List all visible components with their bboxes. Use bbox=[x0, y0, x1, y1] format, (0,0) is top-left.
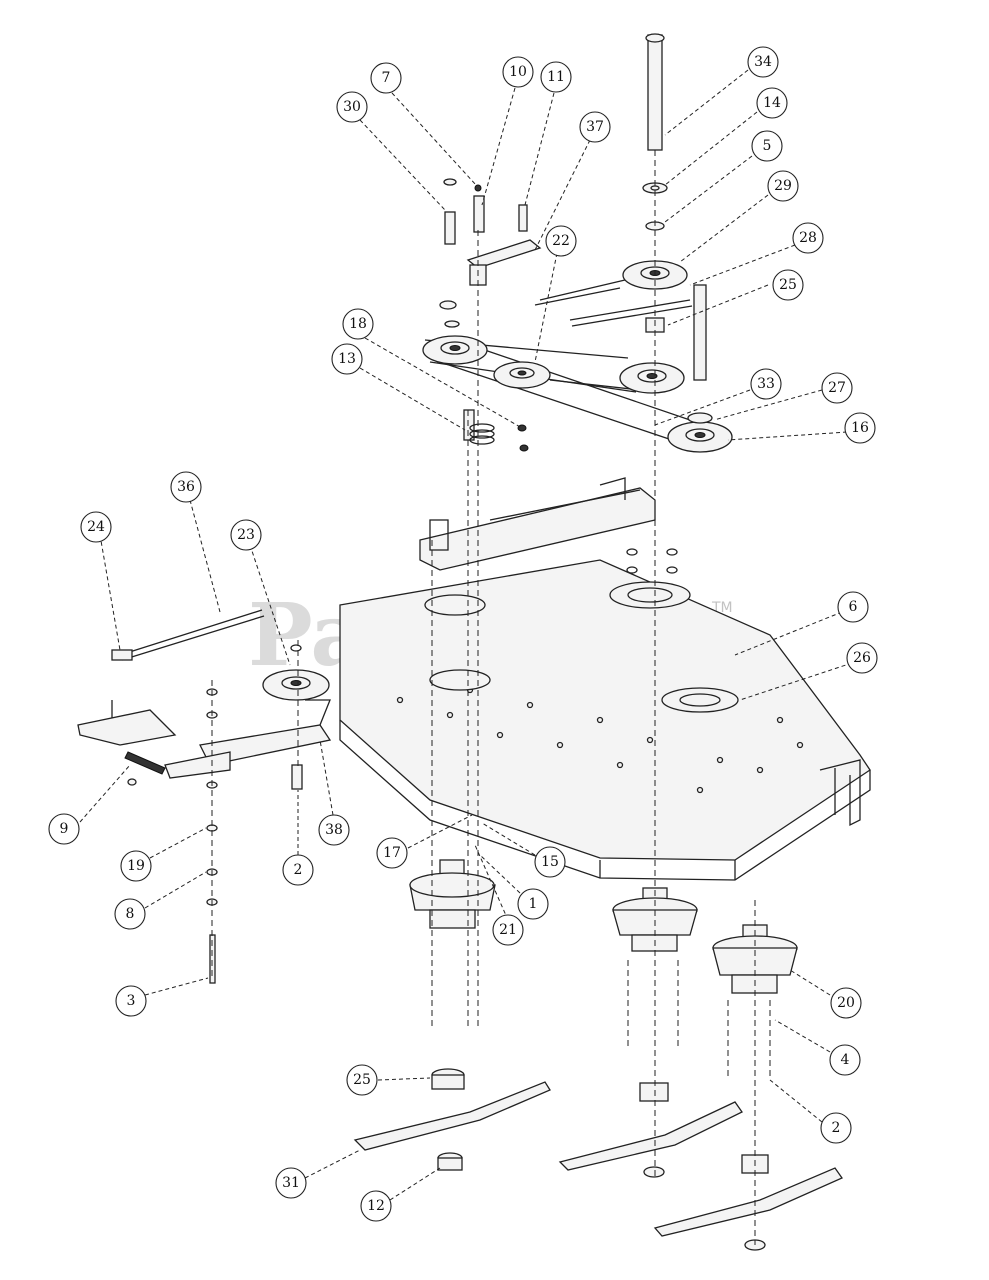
callout-15: 15 bbox=[534, 846, 566, 878]
callout-label: 18 bbox=[349, 316, 367, 332]
callout-17: 17 bbox=[376, 837, 408, 869]
callout-30: 30 bbox=[336, 91, 368, 123]
callout-label: 2 bbox=[294, 862, 303, 878]
callout-label: 23 bbox=[237, 527, 255, 543]
callout-label: 11 bbox=[547, 69, 565, 85]
callout-8: 8 bbox=[114, 898, 146, 930]
callout-label: 2 bbox=[832, 1120, 841, 1136]
callout-label: 25 bbox=[779, 277, 797, 293]
callout-37: 37 bbox=[579, 111, 611, 143]
callout-label: 28 bbox=[799, 230, 817, 246]
callout-label: 8 bbox=[126, 906, 135, 922]
callout-label: 34 bbox=[754, 54, 772, 70]
callout-11: 11 bbox=[540, 61, 572, 93]
callout-25b: 25 bbox=[346, 1064, 378, 1096]
callout-label: 20 bbox=[837, 995, 855, 1011]
blade-center bbox=[558, 1101, 743, 1171]
callout-28: 28 bbox=[792, 222, 824, 254]
callout-26: 26 bbox=[846, 642, 878, 674]
callout-9: 9 bbox=[48, 813, 80, 845]
callout-label: 24 bbox=[87, 519, 105, 535]
long-bolt bbox=[569, 33, 713, 424]
callout-label: 30 bbox=[343, 99, 361, 115]
callout-label: 12 bbox=[367, 1198, 385, 1214]
callout-21: 21 bbox=[492, 914, 524, 946]
callout-6: 6 bbox=[837, 591, 869, 623]
callout-label: 27 bbox=[828, 380, 846, 396]
callout-label: 13 bbox=[338, 351, 356, 367]
callout-label: 25 bbox=[353, 1072, 371, 1088]
callout-27: 27 bbox=[821, 372, 853, 404]
callout-20: 20 bbox=[830, 987, 862, 1019]
idler-arm-hardware bbox=[439, 178, 542, 328]
callout-33: 33 bbox=[750, 368, 782, 400]
callout-label: 19 bbox=[127, 858, 145, 874]
callout-13: 13 bbox=[331, 343, 363, 375]
pulley-right bbox=[667, 421, 733, 453]
callout-label: 4 bbox=[841, 1052, 850, 1068]
callout-7: 7 bbox=[370, 62, 402, 94]
callout-16: 16 bbox=[844, 412, 876, 444]
callout-label: 1 bbox=[529, 896, 538, 912]
callout-12: 12 bbox=[360, 1190, 392, 1222]
callout-25: 25 bbox=[772, 269, 804, 301]
callout-29: 29 bbox=[767, 170, 799, 202]
callout-label: 37 bbox=[586, 119, 604, 135]
callout-label: 3 bbox=[127, 993, 136, 1009]
callout-label: 6 bbox=[849, 599, 858, 615]
spindle-left bbox=[409, 859, 496, 929]
callout-2: 2 bbox=[282, 854, 314, 886]
callout-10: 10 bbox=[502, 56, 534, 88]
callout-1: 1 bbox=[517, 888, 549, 920]
pulley-idler bbox=[493, 361, 551, 389]
callout-label: 31 bbox=[282, 1175, 300, 1191]
callout-label: 16 bbox=[851, 420, 869, 436]
callout-label: 14 bbox=[763, 95, 781, 111]
callout-3: 3 bbox=[115, 985, 147, 1017]
callout-34: 34 bbox=[747, 46, 779, 78]
callout-label: 29 bbox=[774, 178, 792, 194]
callout-19: 19 bbox=[120, 850, 152, 882]
callout-label: 33 bbox=[757, 376, 775, 392]
spindle-right bbox=[712, 924, 798, 994]
callout-label: 26 bbox=[853, 650, 871, 666]
callout-22: 22 bbox=[545, 225, 577, 257]
pulley-left bbox=[422, 335, 488, 365]
leader-lines bbox=[79, 69, 853, 1201]
callout-2b: 2 bbox=[820, 1112, 852, 1144]
callout-label: 21 bbox=[499, 922, 517, 938]
callout-label: 9 bbox=[60, 821, 69, 837]
callout-36: 36 bbox=[170, 471, 202, 503]
pulley-top bbox=[534, 260, 688, 306]
callout-4: 4 bbox=[829, 1044, 861, 1076]
callout-label: 22 bbox=[552, 233, 570, 249]
callout-31: 31 bbox=[275, 1167, 307, 1199]
callout-18: 18 bbox=[342, 308, 374, 340]
callout-label: 38 bbox=[325, 822, 343, 838]
mower-deck bbox=[339, 559, 871, 881]
blade-right bbox=[653, 1167, 843, 1237]
callout-24: 24 bbox=[80, 511, 112, 543]
assembly-axes bbox=[211, 150, 771, 1245]
callout-label: 15 bbox=[541, 854, 559, 870]
callout-label: 7 bbox=[382, 70, 391, 86]
callout-23: 23 bbox=[230, 519, 262, 551]
callout-label: 5 bbox=[763, 138, 772, 154]
pulley-clutch bbox=[262, 644, 330, 701]
callout-38: 38 bbox=[318, 814, 350, 846]
pulley-center bbox=[619, 362, 685, 394]
callout-label: 17 bbox=[383, 845, 401, 861]
callout-label: 36 bbox=[177, 479, 195, 495]
blade-left bbox=[353, 1081, 551, 1151]
callout-14: 14 bbox=[756, 87, 788, 119]
callout-5: 5 bbox=[751, 130, 783, 162]
spring bbox=[463, 409, 529, 452]
callout-label: 10 bbox=[509, 64, 527, 80]
idler-bracket-plate bbox=[419, 477, 678, 574]
